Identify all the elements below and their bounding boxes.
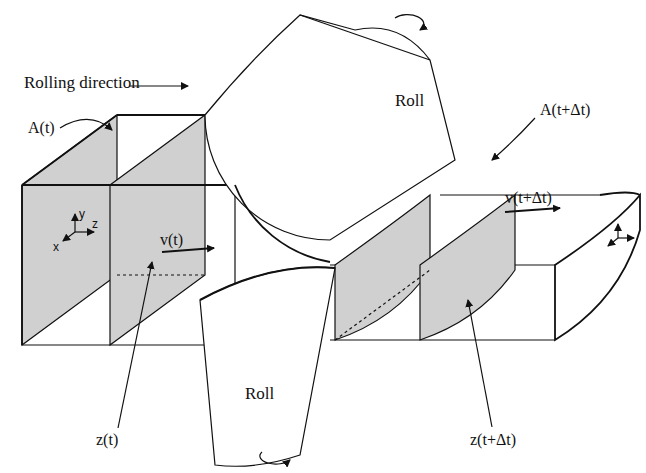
roll-label: Roll [245,385,274,402]
section-label: A(t+Δt) [540,102,590,118]
velocity-label: v(t) [160,232,183,248]
axis-label: y [79,208,85,220]
section-label: A(t) [28,120,55,136]
roll-label: Roll [395,92,424,109]
position-label: z(t+Δt) [470,432,516,448]
axis-label: x [53,241,59,253]
position-label: z(t) [96,432,118,448]
velocity-label: v(t+Δt) [505,190,552,206]
direction-label: Rolling direction [24,74,140,91]
axis-label: z [92,218,98,230]
